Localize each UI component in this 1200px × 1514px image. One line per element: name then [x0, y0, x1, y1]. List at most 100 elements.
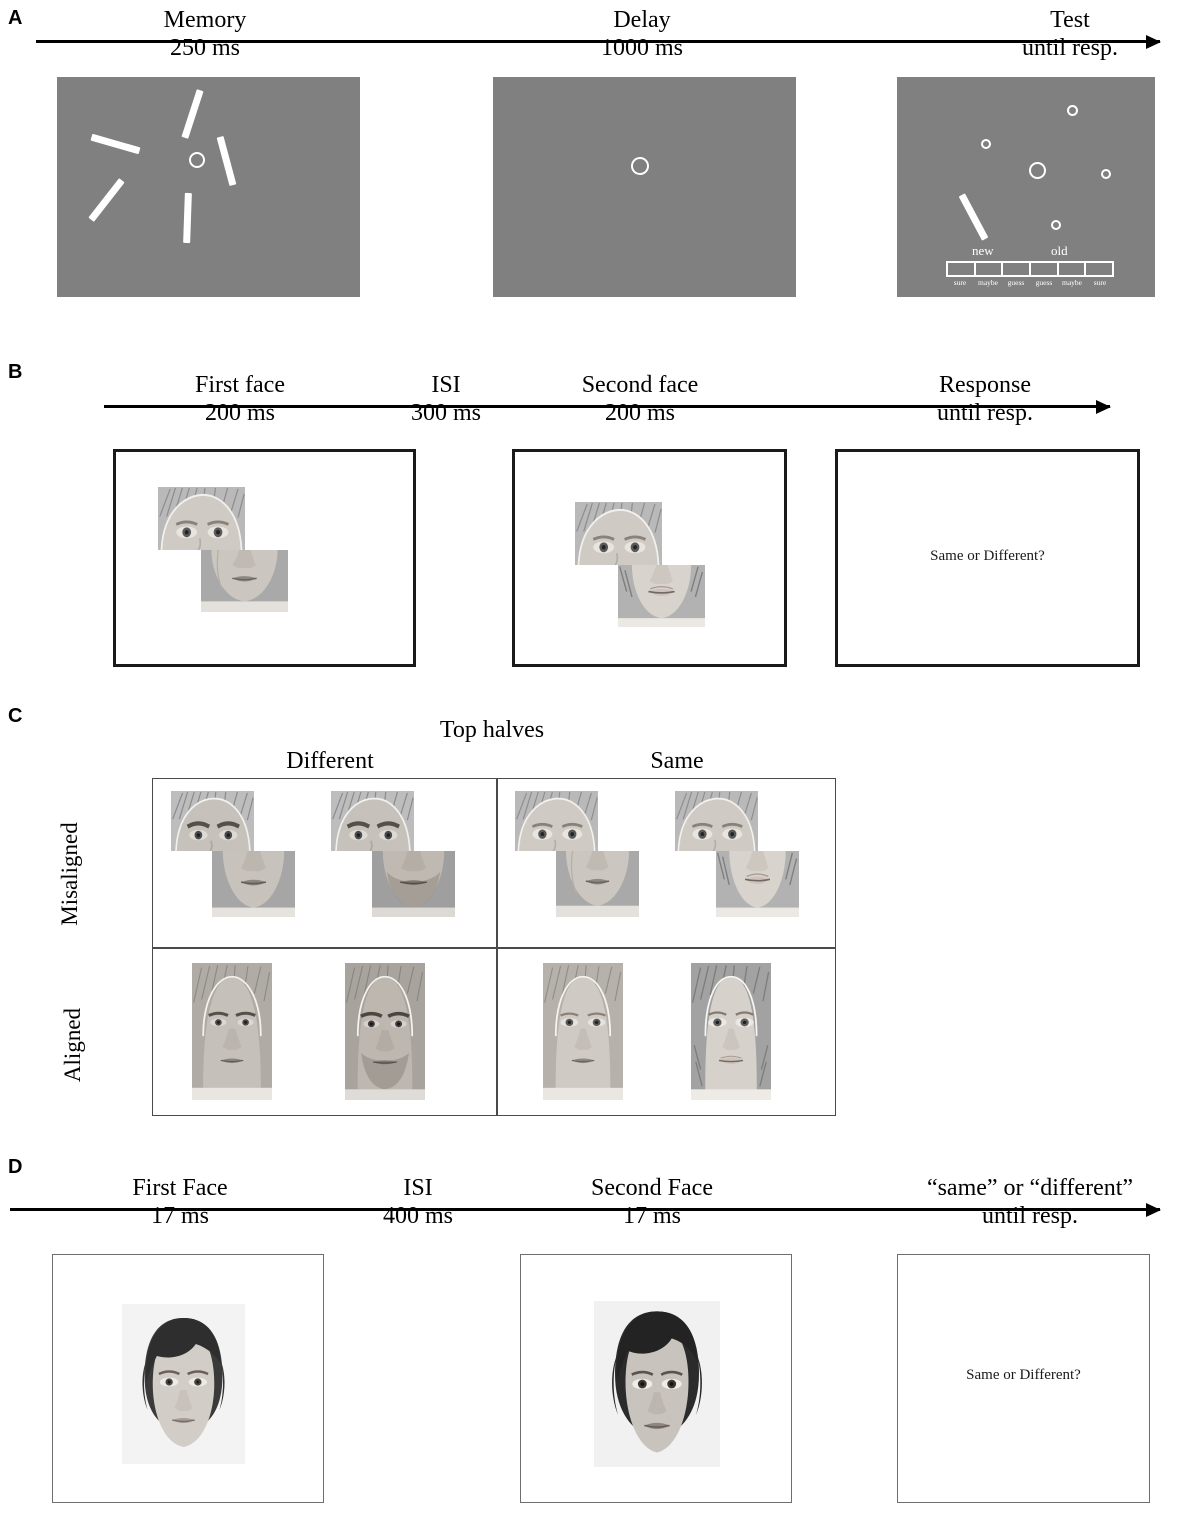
probe-circle-icon[interactable]: [1067, 105, 1078, 116]
panel-b-screen-first-face: [113, 449, 416, 667]
composite-face-stimulus-misaligned: [331, 791, 455, 931]
probe-circle-icon[interactable]: [1101, 169, 1111, 179]
event-name: Test: [1050, 7, 1090, 33]
grid-horizontal-divider: [153, 947, 835, 949]
event-name: Memory: [163, 7, 247, 33]
whole-face-stimulus: [122, 1304, 245, 1464]
confidence-label: maybe: [1062, 278, 1082, 287]
confidence-label: guess: [1035, 278, 1053, 287]
test-display-screen: new old sure maybe guess guess maybe sur…: [897, 77, 1155, 297]
response-prompt: Same or Different?: [966, 1367, 1081, 1383]
confidence-box-guess-new[interactable]: [1003, 263, 1032, 275]
probe-circle-icon[interactable]: [981, 139, 991, 149]
face-bottom-half: [716, 851, 799, 917]
event-duration: until resp.: [1022, 35, 1118, 62]
confidence-box-guess-old[interactable]: [1031, 263, 1059, 275]
scale-anchor-new: new: [972, 243, 994, 258]
panel-c-column-header-same: Same: [650, 748, 704, 774]
event-name: ISI: [431, 372, 461, 398]
face-bottom-half: [618, 565, 705, 627]
event-name: First Face: [132, 1175, 228, 1201]
panel-a-event-test: Test until resp.: [960, 6, 1180, 63]
panel-d-event-response: “same” or “different” until resp.: [900, 1174, 1160, 1231]
memory-display-screen: [57, 77, 360, 297]
event-duration: 17 ms: [150, 1203, 209, 1230]
panel-b-screen-response: Same or Different?: [835, 449, 1140, 667]
confidence-box-maybe-old[interactable]: [1059, 263, 1087, 275]
confidence-label: maybe: [978, 278, 998, 287]
face-top-half: [158, 487, 245, 550]
face-top-half: [331, 791, 414, 851]
panel-c-column-header-different: Different: [286, 748, 374, 774]
panel-c-row-header-aligned: Aligned: [60, 1007, 85, 1083]
panel-c-row-header-misaligned: Misaligned: [57, 822, 82, 926]
event-duration: 300 ms: [410, 400, 481, 427]
panel-a-event-delay: Delay 1000 ms: [532, 6, 752, 63]
aligned-face-stimulus: [192, 963, 272, 1100]
event-duration: 200 ms: [204, 400, 275, 427]
aligned-face-stimulus: [691, 963, 771, 1100]
event-duration: 400 ms: [382, 1203, 453, 1230]
composite-face-stimulus-misaligned: [675, 791, 799, 931]
panel-d-event-second-face: Second Face 17 ms: [547, 1174, 757, 1231]
face-top-half: [575, 502, 662, 565]
oriented-bar: [181, 89, 204, 139]
event-name: Second face: [581, 372, 699, 398]
event-name: First face: [195, 372, 285, 398]
panel-d-screen-second-face: [520, 1254, 792, 1503]
panel-b-screen-second-face: [512, 449, 787, 667]
whole-face-stimulus: [594, 1301, 720, 1467]
face-bottom-half: [201, 550, 288, 612]
fixation-circle-icon: [189, 152, 205, 168]
composite-face-stimulus-misaligned: [515, 791, 639, 931]
fixation-circle-icon: [631, 157, 649, 175]
panel-b-event-second-face: Second face 200 ms: [535, 371, 745, 428]
composite-face-stimulus-misaligned: [575, 502, 705, 642]
fixation-circle-icon: [1029, 162, 1046, 179]
panel-b-event-isi: ISI 300 ms: [341, 371, 551, 428]
panel-a-timeline-arrow: [36, 34, 1161, 49]
panel-letter-c: C: [8, 705, 23, 727]
panel-c-condition-grid: [152, 778, 836, 1116]
event-name: Response: [939, 372, 1031, 398]
event-duration: until resp.: [937, 400, 1033, 427]
event-duration: 250 ms: [169, 35, 240, 62]
oriented-bar: [216, 135, 237, 187]
confidence-response-scale[interactable]: new old sure maybe guess guess maybe sur…: [946, 244, 1114, 290]
oriented-bar: [90, 133, 141, 155]
panel-c-grid-title: Top halves: [439, 717, 545, 743]
scale-anchor-old: old: [1051, 243, 1068, 258]
panel-letter-b: B: [8, 361, 23, 383]
confidence-box-sure-new[interactable]: [948, 263, 976, 275]
face-bottom-half: [556, 851, 639, 917]
panel-d-event-first-face: First Face 17 ms: [75, 1174, 285, 1231]
panel-b-timeline-arrow: [104, 399, 1111, 414]
confidence-label: guess: [1007, 278, 1025, 287]
face-top-half: [515, 791, 598, 851]
confidence-box-sure-old[interactable]: [1086, 263, 1112, 275]
event-name: Delay: [613, 7, 671, 33]
panel-letter-d: D: [8, 1156, 23, 1178]
event-name: Second Face: [591, 1175, 713, 1201]
confidence-label: sure: [1093, 278, 1107, 287]
confidence-label: sure: [953, 278, 967, 287]
panel-d-timeline-arrow: [10, 1202, 1161, 1217]
probe-circle-icon[interactable]: [1051, 220, 1061, 230]
delay-display-screen: [493, 77, 796, 297]
panel-d-screen-first-face: [52, 1254, 324, 1503]
face-bottom-half: [212, 851, 295, 917]
panel-b-event-first-face: First face 200 ms: [135, 371, 345, 428]
aligned-face-stimulus: [345, 963, 425, 1100]
face-top-half: [171, 791, 254, 851]
panel-a-event-memory: Memory 250 ms: [95, 6, 315, 63]
event-name: ISI: [403, 1175, 433, 1201]
aligned-face-stimulus: [543, 963, 623, 1100]
confidence-box-maybe-new[interactable]: [976, 263, 1004, 275]
composite-face-stimulus-misaligned: [158, 487, 288, 627]
panel-d-event-isi: ISI 400 ms: [313, 1174, 523, 1231]
oriented-bar: [183, 192, 192, 244]
event-duration: 17 ms: [622, 1203, 681, 1230]
event-duration: 200 ms: [604, 400, 675, 427]
event-name: “same” or “different”: [926, 1175, 1134, 1201]
face-bottom-half: [372, 851, 455, 917]
